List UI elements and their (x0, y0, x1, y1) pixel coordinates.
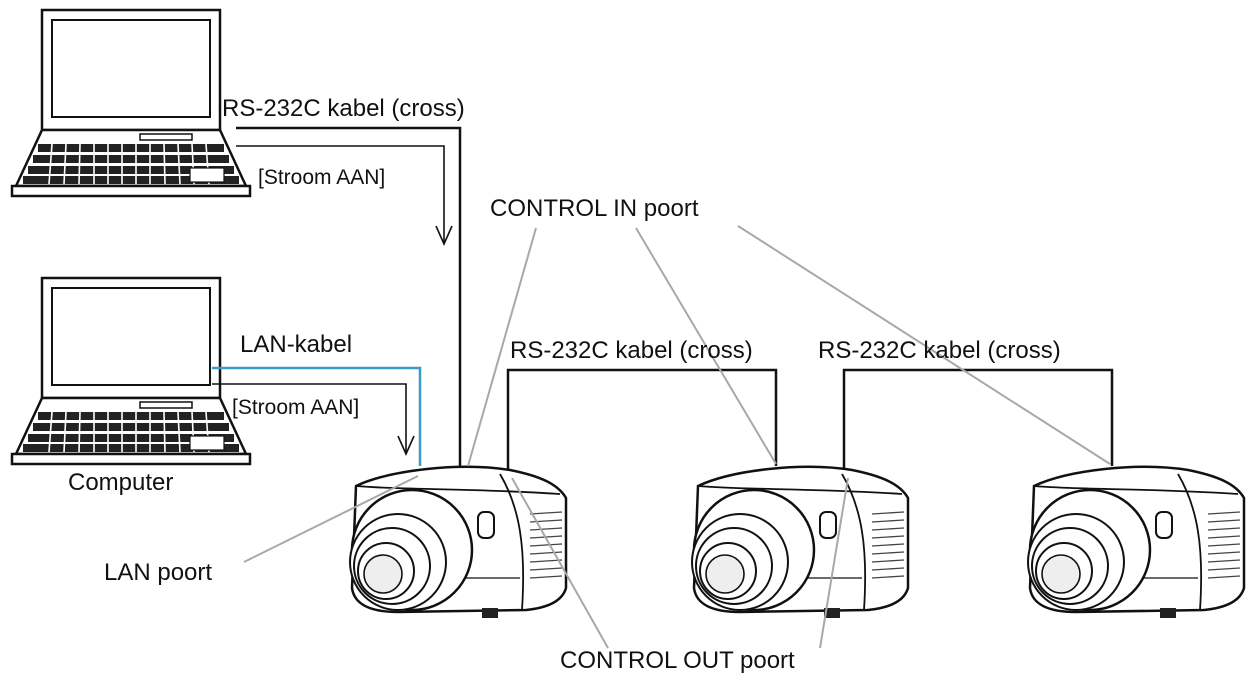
leader-control-in-1 (467, 227, 537, 467)
leader-control-out-1 (511, 477, 609, 649)
label-computer: Computer (68, 469, 173, 496)
leader-control-out-2 (819, 477, 849, 649)
rs232-cable-mid-1 (506, 368, 778, 470)
lan-cable-line (212, 366, 422, 466)
laptop-icon (10, 276, 252, 466)
projector-icon (348, 465, 568, 620)
rs232-cable-top (236, 126, 462, 466)
label-lan-cable: LAN-kabel (240, 331, 352, 358)
label-power-on-top: [Stroom AAN] (258, 166, 385, 189)
leader-control-in-3 (737, 225, 1111, 465)
label-rs232-mid-1: RS-232C kabel (cross) (510, 337, 753, 364)
label-rs232-top: RS-232C kabel (cross) (222, 95, 465, 122)
power-on-arrow-bottom (212, 383, 407, 452)
projector-icon (690, 465, 910, 620)
label-control-in: CONTROL IN poort (490, 195, 699, 222)
label-power-on-bottom: [Stroom AAN] (232, 396, 359, 419)
leader-control-in-2 (635, 227, 777, 465)
label-rs232-mid-2: RS-232C kabel (cross) (818, 337, 1061, 364)
projector-icon (1026, 465, 1246, 620)
power-on-arrow-top (236, 145, 445, 242)
leader-lan-port (243, 475, 419, 563)
label-lan-port: LAN poort (104, 559, 212, 586)
laptop-icon (10, 8, 252, 198)
label-control-out: CONTROL OUT poort (560, 647, 795, 674)
rs232-cable-mid-2 (842, 368, 1114, 470)
